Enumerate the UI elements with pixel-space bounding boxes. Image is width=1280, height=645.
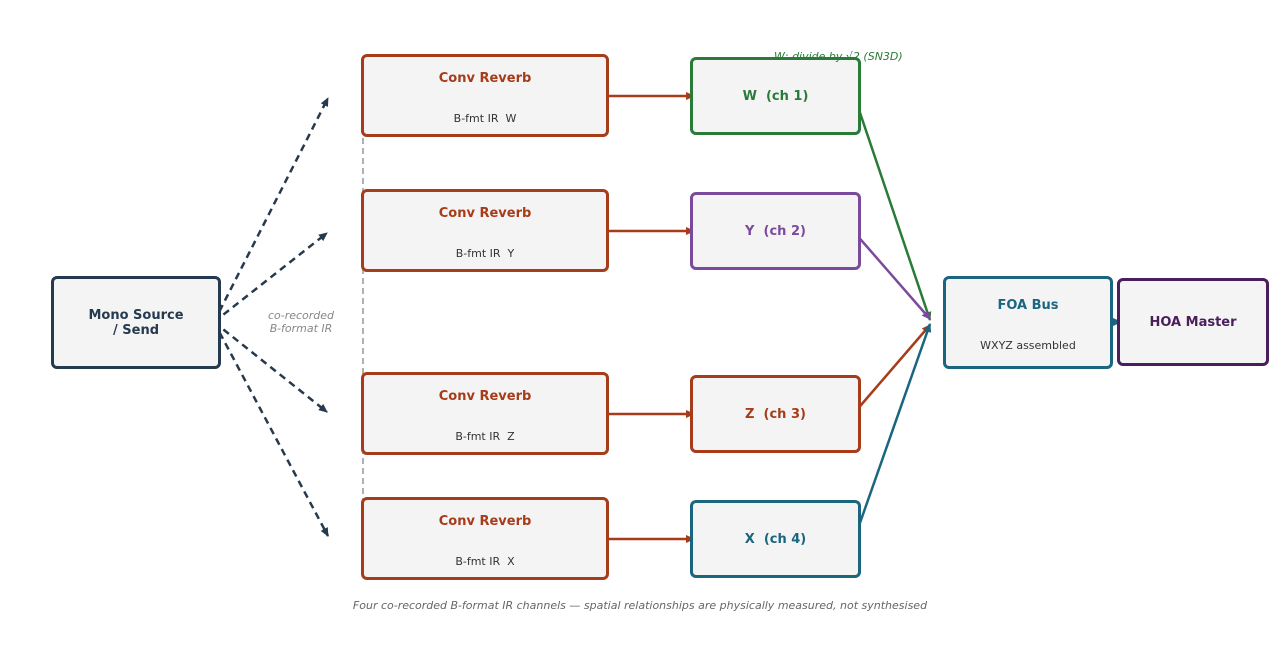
diagram-caption: Four co-recorded B-format IR channels — …	[352, 599, 928, 612]
send-arrow-z	[213, 321, 328, 413]
z-to-foa-arrow	[854, 324, 931, 413]
x-to-foa-arrow	[853, 323, 932, 538]
conv-reverb-w: Conv Reverb B-fmt IR W	[361, 54, 609, 137]
w-normalization-note: W: divide by √2 (SN3D)	[774, 50, 903, 63]
conv-reverb-y: Conv Reverb B-fmt IR Y	[361, 189, 609, 272]
conv-reverb-ir-label: B-fmt IR X	[455, 555, 515, 568]
conv-reverb-ir-label: B-fmt IR W	[453, 112, 517, 125]
foa-bus-subtitle: WXYZ assembled	[980, 339, 1076, 352]
channel-y-node: Y (ch 2)	[690, 192, 861, 270]
conv-reverb-ir-label: B-fmt IR Z	[455, 430, 515, 443]
channel-y-label: Y (ch 2)	[745, 223, 806, 239]
send-arrow-w	[212, 97, 330, 323]
channel-x-label: X (ch 4)	[744, 531, 807, 547]
hoa-master-node: HOA Master	[1117, 278, 1269, 366]
mono-source-label: Mono Source / Send	[88, 307, 184, 338]
w-to-foa-arrow	[853, 97, 932, 321]
send-arrow-x	[212, 321, 330, 537]
conv-reverb-title: Conv Reverb	[438, 206, 532, 221]
corecorded-note: co-recorded B-format IR	[267, 309, 335, 335]
mono-source-node: Mono Source / Send	[51, 276, 221, 369]
channel-w-label: W (ch 1)	[742, 88, 809, 104]
channel-x-node: X (ch 4)	[690, 500, 861, 578]
channel-z-node: Z (ch 3)	[690, 375, 861, 453]
foa-bus-title: FOA Bus	[997, 298, 1059, 313]
conv-reverb-z: Conv Reverb B-fmt IR Z	[361, 372, 609, 455]
conv-reverb-ir-label: B-fmt IR Y	[455, 247, 515, 260]
hoa-master-label: HOA Master	[1149, 314, 1237, 330]
conv-reverb-x: Conv Reverb B-fmt IR X	[361, 497, 609, 580]
channel-w-node: W (ch 1)	[690, 57, 861, 135]
foa-bus-node: FOA Bus WXYZ assembled	[943, 276, 1113, 369]
conv-reverb-title: Conv Reverb	[438, 389, 532, 404]
y-to-foa-arrow	[854, 232, 931, 320]
conv-reverb-title: Conv Reverb	[438, 514, 532, 529]
channel-z-label: Z (ch 3)	[745, 406, 806, 422]
conv-reverb-title: Conv Reverb	[438, 71, 532, 86]
